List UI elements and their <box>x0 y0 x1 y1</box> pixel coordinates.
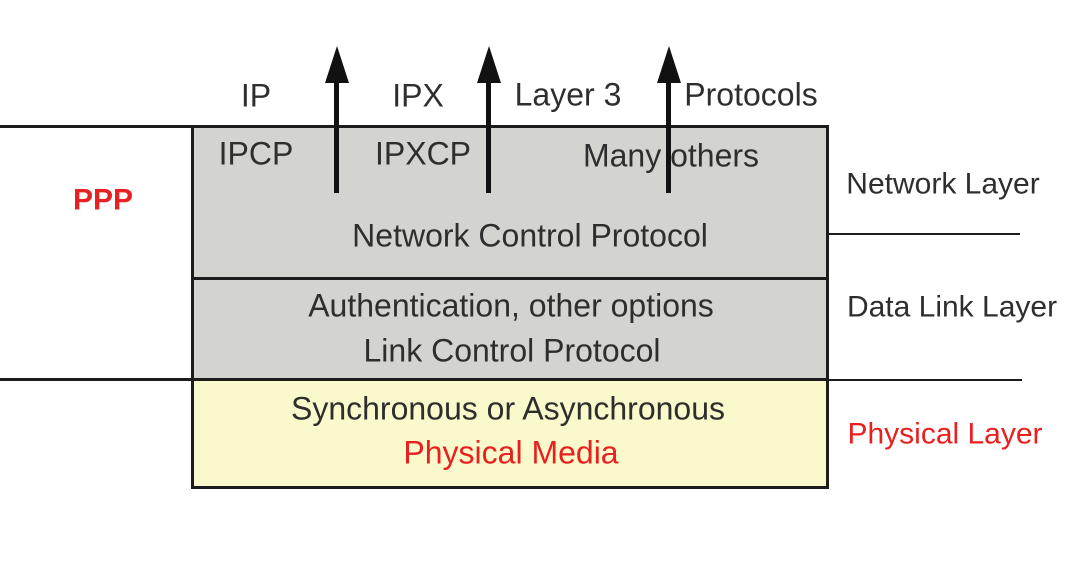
protocols-label: Protocols <box>684 76 818 113</box>
ipx-label: IPX <box>392 77 444 114</box>
physical-layer-label: Physical Layer <box>847 417 1043 451</box>
link-control-protocol-section <box>194 280 826 381</box>
network-control-protocol-label: Network Control Protocol <box>352 217 708 254</box>
physical-media-label: Physical Media <box>403 434 619 471</box>
up-arrow-head-icon <box>657 46 681 83</box>
up-arrow-head-icon <box>477 46 501 83</box>
sync-async-label: Synchronous or Asynchronous <box>290 390 726 427</box>
ppp-label: PPP <box>72 183 134 217</box>
network-layer-label: Network Layer <box>846 167 1040 201</box>
ipcp-label: IPCP <box>218 135 294 172</box>
authentication-options-label: Authentication, other options <box>308 287 714 324</box>
layer3-label: Layer 3 <box>514 76 622 113</box>
data-link-layer-label: Data Link Layer <box>846 290 1058 324</box>
physical-boundary-line-left <box>0 378 192 381</box>
network-control-protocol-section <box>194 128 826 280</box>
ip-label: IP <box>240 77 272 114</box>
ppp-stack-box <box>191 125 829 489</box>
physical-media-section <box>194 381 826 486</box>
ipxcp-label: IPXCP <box>374 135 472 172</box>
up-arrow-icon <box>486 72 491 193</box>
many-others-label: Many others <box>582 137 760 174</box>
link-control-protocol-label: Link Control Protocol <box>363 332 661 369</box>
datalink-physical-separator-line-right <box>828 379 1022 381</box>
up-arrow-icon <box>666 72 671 193</box>
up-arrow-head-icon <box>325 46 349 83</box>
up-arrow-icon <box>334 72 339 193</box>
network-boundary-line-left <box>0 125 192 128</box>
network-datalink-separator-line-right <box>828 233 1020 235</box>
